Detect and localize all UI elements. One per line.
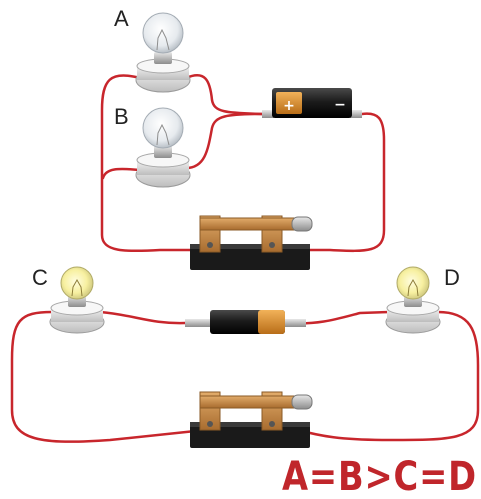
bulb-a-filament: [156, 28, 170, 51]
battery-bottom-connector-left: [185, 319, 213, 327]
wire-a-left: [100, 74, 207, 253]
top-circuit-wires: [100, 74, 386, 253]
wire-b-left: [101, 167, 142, 180]
switch-bottom-lever: [199, 395, 301, 409]
battery-top-connector-left: [262, 110, 274, 118]
switch-bottom-screw-left: [207, 421, 213, 427]
switch-top-screw-right: [269, 242, 275, 248]
bulb-d-label: D: [444, 265, 460, 290]
bulb-d-filament: [407, 278, 419, 297]
bottom-circuit-wires: [10, 310, 480, 443]
wire-c-right: [98, 310, 207, 325]
bulb-d: [385, 266, 441, 334]
battery-top-minus: −: [334, 97, 346, 113]
bulb-b-socket: [154, 146, 172, 158]
brightness-relation: A=B>C=D: [282, 454, 477, 499]
bulb-a: [135, 12, 191, 93]
switch-top-lever: [199, 217, 301, 231]
bulb-b: [135, 107, 191, 188]
bulb-d-glass: [396, 266, 430, 300]
wire-c-left: [10, 310, 207, 443]
switch-top: [190, 215, 313, 270]
switch-top-base-top: [190, 244, 310, 249]
wire-b-right: [184, 112, 264, 170]
switch-top-screw-left: [207, 242, 213, 248]
battery-top-plus: +: [283, 98, 295, 114]
bulb-c-filament: [71, 278, 83, 297]
wire-d-right: [296, 310, 480, 442]
bulb-b-label: B: [114, 104, 129, 129]
battery-bottom-connector-right: [278, 319, 306, 327]
battery-bottom: [185, 310, 306, 334]
battery-top-cap: [276, 92, 302, 114]
switch-bottom-handle: [291, 394, 313, 410]
bulb-b-filament: [156, 123, 170, 146]
wire-a-right: [184, 74, 264, 116]
bulb-c-label: C: [32, 265, 48, 290]
bulb-a-label: A: [114, 6, 129, 31]
switch-bottom: [190, 391, 313, 448]
battery-top: + −: [262, 88, 362, 118]
battery-bottom-cap: [258, 310, 285, 334]
bulb-c-glass: [60, 266, 94, 300]
switch-top-handle: [291, 216, 313, 232]
bulb-a-socket: [154, 52, 172, 64]
switch-bottom-base-top: [190, 422, 310, 427]
bulb-c: [49, 266, 105, 334]
battery-top-connector-right: [350, 110, 362, 118]
switch-bottom-screw-right: [269, 421, 275, 427]
wire-battery-switch: [278, 112, 386, 253]
